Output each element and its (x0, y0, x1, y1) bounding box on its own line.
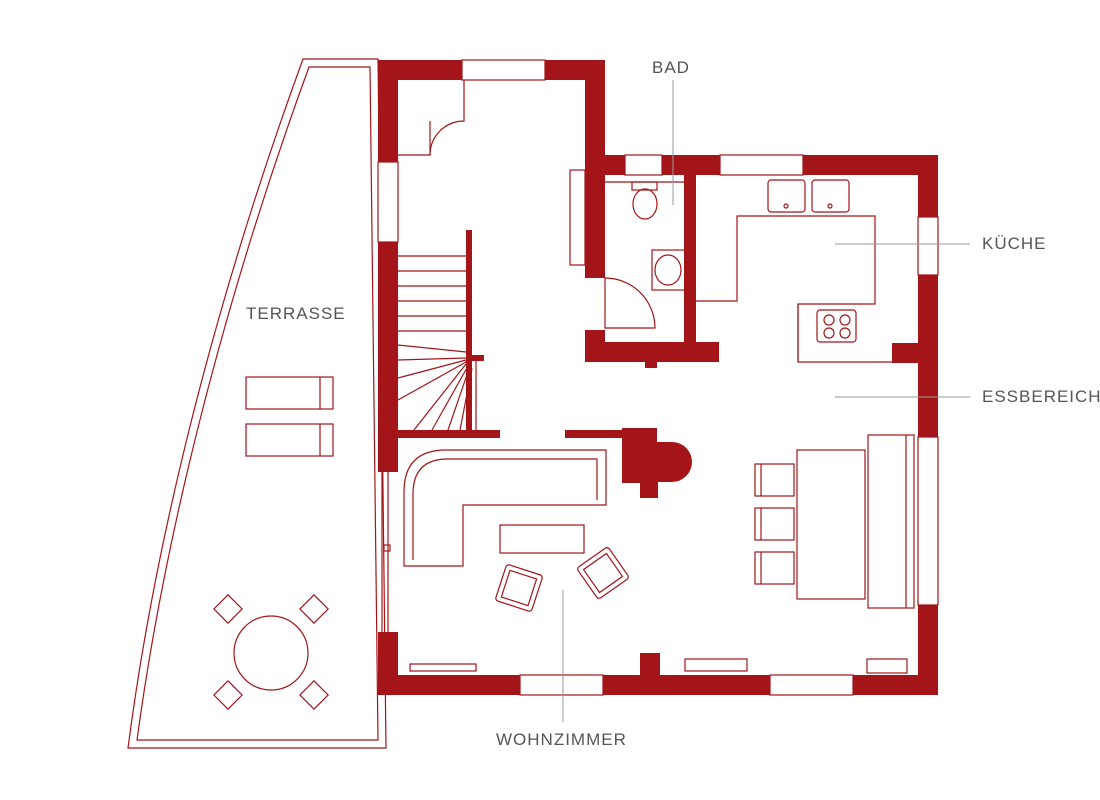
terrace-chair (299, 680, 329, 710)
terrace-table (233, 615, 309, 691)
room-label-essbereich: ESSBEREICH (982, 387, 1100, 406)
sun-lounger (245, 423, 334, 457)
coffee-table (499, 524, 585, 554)
cooktop (816, 309, 857, 343)
windows (377, 59, 939, 696)
corner-sofa (403, 449, 607, 567)
radiator (409, 663, 477, 672)
kitchen-sink (811, 179, 850, 213)
room-label-wohnzimmer: WOHNZIMMER (496, 730, 627, 749)
terrace-chair (213, 680, 243, 710)
bathroom-fixtures (605, 181, 687, 291)
dining-chair (754, 507, 795, 541)
doors (398, 80, 656, 329)
dining-bench (867, 434, 915, 609)
room-label-terrasse: TERRASSE (246, 304, 346, 323)
sideboard (684, 658, 748, 672)
sun-lounger (245, 376, 334, 410)
dining-chair (754, 551, 795, 585)
room-label-kueche: KÜCHE (982, 234, 1047, 253)
terrace (127, 58, 387, 749)
staircase (397, 255, 477, 431)
room-label-bad: BAD (652, 58, 690, 77)
dining-table (796, 449, 866, 600)
label-leaders (562, 80, 970, 722)
sideboard (866, 658, 908, 674)
kitchen-counter (696, 179, 892, 363)
toilet (631, 181, 658, 220)
bathroom-sink (651, 249, 687, 291)
dining-chair (754, 463, 795, 497)
dining-area (754, 434, 915, 609)
armchair (495, 564, 543, 612)
terrace-chair (213, 594, 243, 624)
kitchen-sink (767, 179, 806, 213)
terrace-chair (299, 594, 329, 624)
armchair (577, 547, 629, 599)
living-room-furniture (403, 449, 908, 674)
